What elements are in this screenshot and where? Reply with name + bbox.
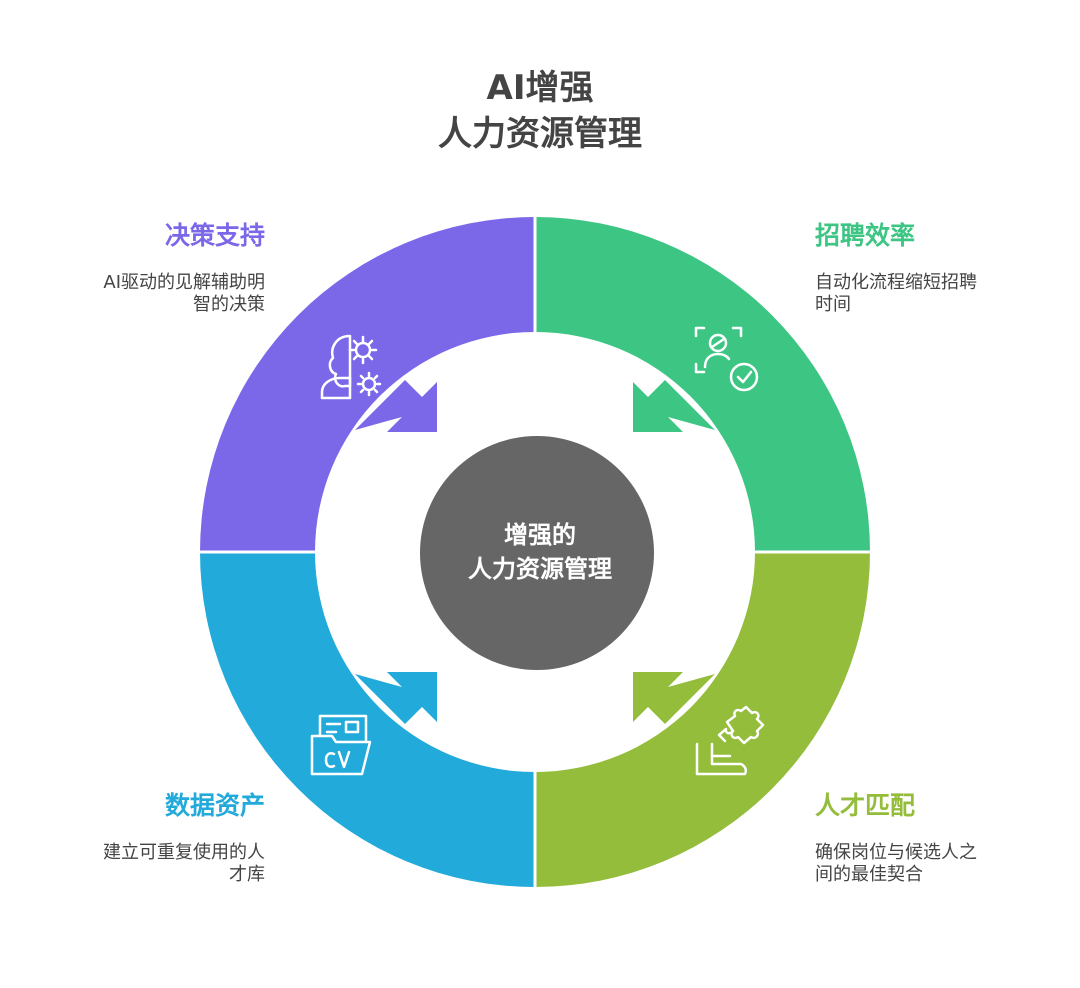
arrow-decision-support bbox=[355, 380, 437, 432]
desc-recruiting-efficiency-line1: 自动化流程缩短招聘 bbox=[815, 272, 977, 293]
heading-decision-support: 决策支持 bbox=[164, 221, 265, 250]
segment-data-asset bbox=[200, 552, 535, 887]
desc-decision-support-line1: AI驱动的见解辅助明 bbox=[103, 272, 265, 293]
desc-data-asset-line1: 建立可重复使用的人 bbox=[103, 842, 265, 863]
diagram-title-line1: AI增强 bbox=[486, 68, 594, 108]
segment-talent-matching bbox=[535, 552, 870, 887]
desc-data-asset-line2: 才库 bbox=[229, 864, 265, 885]
center-circle bbox=[420, 436, 654, 670]
heading-talent-matching: 人才匹配 bbox=[815, 791, 916, 820]
segment-recruiting-efficiency bbox=[535, 217, 870, 552]
heading-recruiting-efficiency: 招聘效率 bbox=[815, 221, 916, 250]
desc-talent-matching-line2: 间的最佳契合 bbox=[815, 864, 923, 885]
heading-data-asset: 数据资产 bbox=[164, 791, 265, 820]
segment-decision-support bbox=[200, 217, 535, 552]
arrow-talent-matching bbox=[633, 672, 715, 724]
desc-decision-support-line2: 智的决策 bbox=[193, 294, 265, 315]
desc-talent-matching-line1: 确保岗位与候选人之 bbox=[815, 842, 977, 863]
person-scan-check-icon bbox=[694, 326, 759, 392]
cv-folder-icon bbox=[310, 714, 372, 776]
diagram-title-line2: 人力资源管理 bbox=[438, 114, 642, 154]
brain-gear-icon bbox=[320, 334, 382, 400]
desc-recruiting-efficiency-line2: 时间 bbox=[815, 294, 851, 315]
puzzle-hand-icon bbox=[695, 705, 765, 776]
center-label-line1: 增强的 bbox=[504, 521, 576, 549]
arrow-recruiting-efficiency bbox=[633, 380, 715, 432]
center-label-line2: 人力资源管理 bbox=[468, 555, 612, 583]
arrow-data-asset bbox=[355, 672, 437, 724]
